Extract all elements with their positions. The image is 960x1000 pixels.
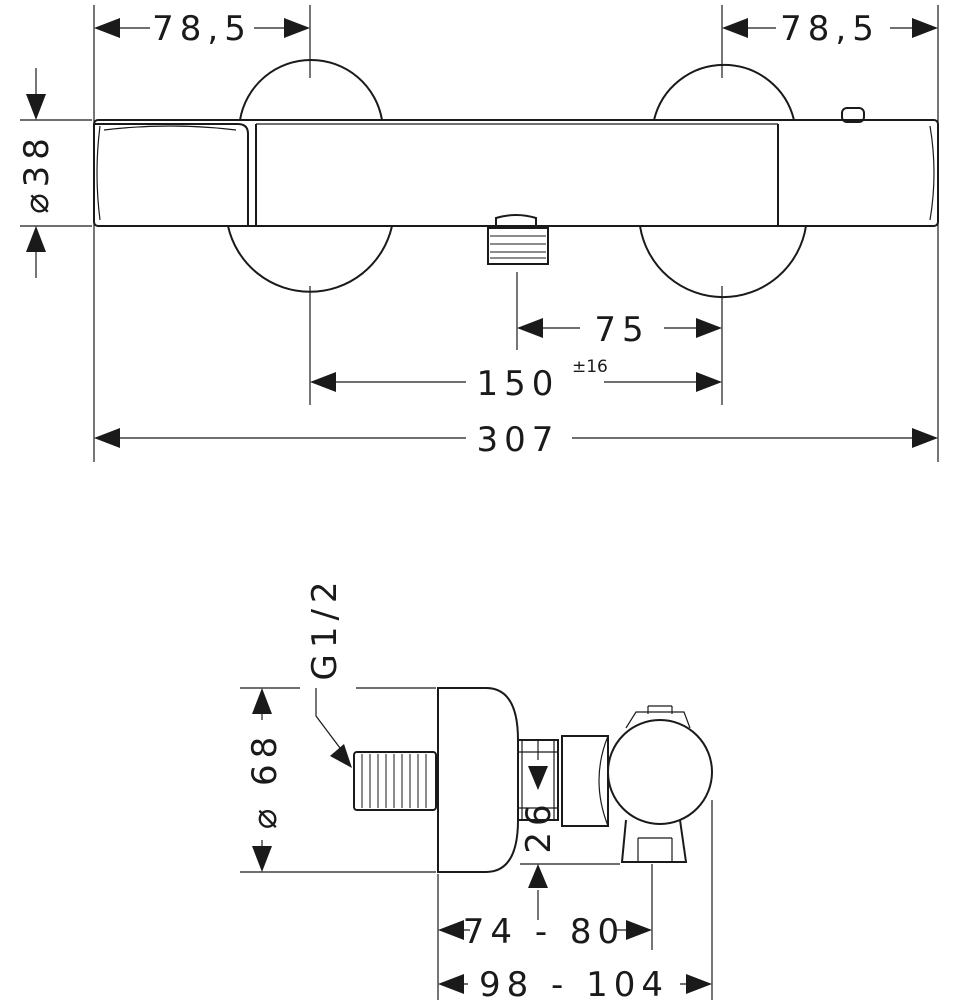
inlet-thread xyxy=(353,751,437,811)
dim-projection-outlet: 74 - 80 xyxy=(438,912,652,952)
side-body xyxy=(561,735,609,827)
dim-outlet-height-label: 26 xyxy=(519,798,559,853)
left-escutcheon xyxy=(227,59,393,293)
side-view: G1/2 ⌀ 68 26 74 - 80 xyxy=(240,575,713,1000)
front-view: 78,5 78,5 ⌀38 75 xyxy=(17,5,939,462)
side-extension-lines xyxy=(240,687,713,1000)
safety-button xyxy=(841,107,865,123)
handle-circle xyxy=(607,705,713,825)
dim-diameter: ⌀38 xyxy=(17,68,57,278)
outlet-nozzle xyxy=(487,214,549,265)
dim-outlet-to-inlet: 75 xyxy=(517,310,722,350)
dim-thread-label: G1/2 xyxy=(305,575,345,680)
dim-inlet-spacing: 150 ±16 xyxy=(310,357,722,404)
dim-escutcheon-diameter: ⌀ 68 xyxy=(245,688,285,872)
side-outlet xyxy=(620,819,688,863)
right-escutcheon xyxy=(639,63,807,299)
dim-inlet-spacing-label: 150 xyxy=(477,364,560,404)
dim-outlet-height: 26 xyxy=(519,740,559,920)
dim-overall-length-label: 307 xyxy=(477,420,560,460)
dim-inlet-spacing-tolerance: ±16 xyxy=(572,357,608,377)
mixer-body xyxy=(93,119,939,227)
dim-left-offset: 78,5 xyxy=(94,9,310,49)
dim-thread: G1/2 xyxy=(305,575,352,768)
dim-projection-outlet-label: 74 - 80 xyxy=(463,912,625,952)
front-extension-lines xyxy=(20,5,939,462)
dim-left-offset-label: 78,5 xyxy=(152,9,252,49)
dim-outlet-to-inlet-label: 75 xyxy=(594,310,649,350)
dim-diameter-label: ⌀38 xyxy=(17,132,57,214)
dim-projection-total-label: 98 - 104 xyxy=(479,965,669,1000)
dim-escutcheon-diameter-label: ⌀ 68 xyxy=(245,731,285,830)
dim-projection-total: 98 - 104 xyxy=(438,965,712,1000)
dim-overall-length: 307 xyxy=(94,420,938,460)
dim-right-offset: 78,5 xyxy=(722,9,938,49)
dim-right-offset-label: 78,5 xyxy=(780,9,880,49)
side-escutcheon xyxy=(437,687,519,873)
